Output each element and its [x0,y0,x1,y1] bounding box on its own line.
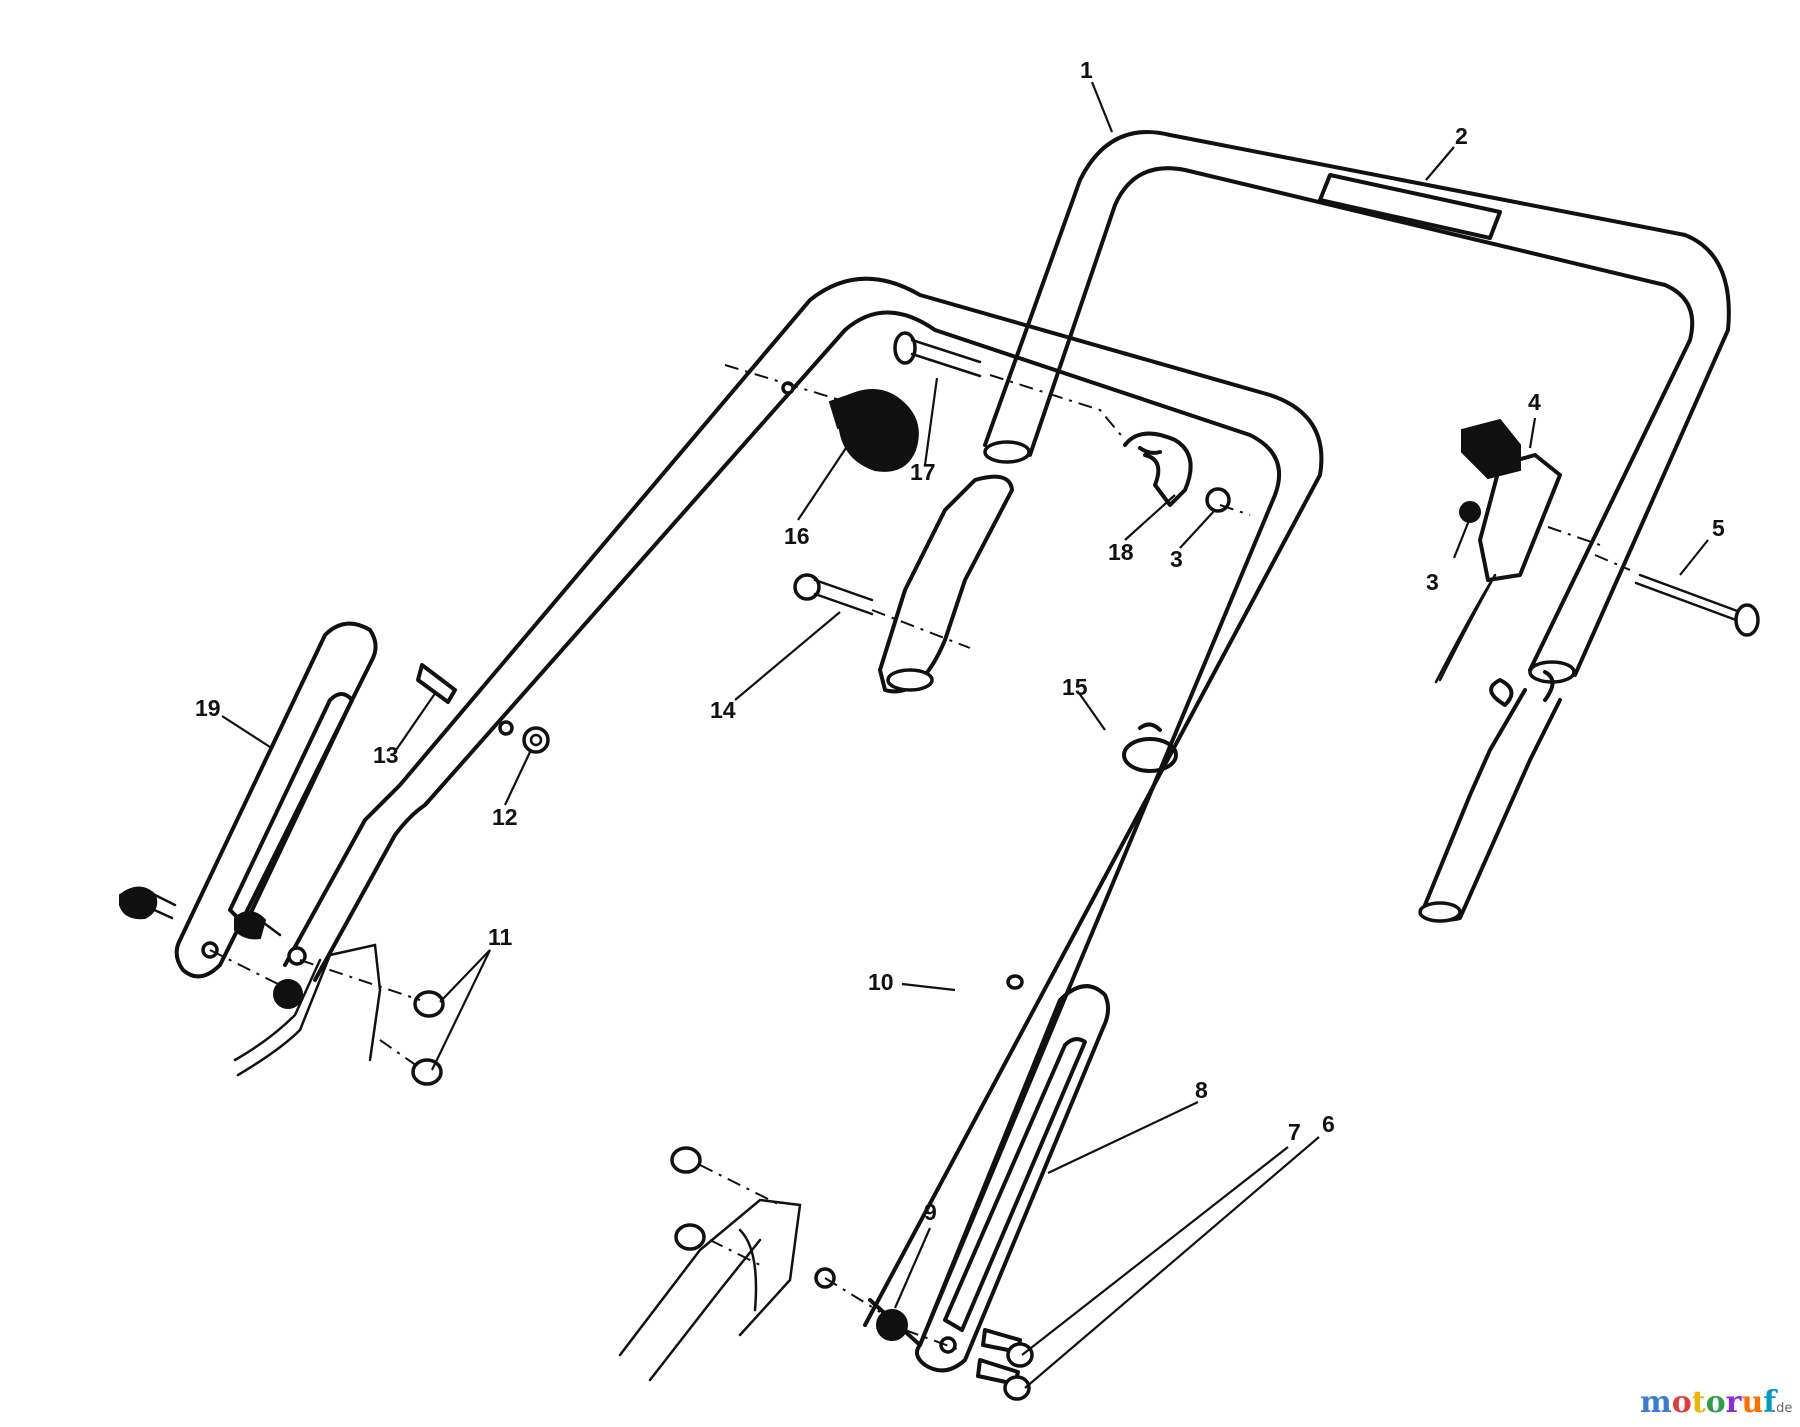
callout-2: 2 [1455,123,1468,149]
watermark-letter: m [1640,1385,1672,1420]
callout-9: 9 [924,1199,937,1225]
watermark-letter: t [1692,1385,1706,1420]
pin-13 [416,663,457,704]
callout-6: 6 [1322,1111,1335,1137]
callout-7: 7 [1288,1119,1301,1145]
cable-clip-18 [1123,431,1231,513]
callout-3a: 3 [1170,546,1183,572]
watermark-text: motoruf [1640,1385,1778,1420]
right-lower-tube [1418,670,1562,923]
callout-8: 8 [1195,1077,1208,1103]
assembly-center-lines [209,364,1631,1351]
height-bracket-8 [914,984,1110,1373]
callout-14: 14 [710,697,736,723]
callout-leaders [221,81,1709,1389]
bolt-5 [1634,573,1760,637]
clamp-15 [1122,722,1178,773]
callout-16: 16 [784,523,810,549]
upper-handle [983,130,1731,684]
watermark-letter: r [1726,1385,1743,1420]
bolt-17 [893,331,982,378]
upper-handle-insert [878,474,1014,694]
callout-3b: 3 [1426,569,1439,595]
callout-5: 5 [1712,515,1725,541]
deck-fragments [233,943,802,1382]
watermark-logo: motoruf .de [1640,1385,1792,1420]
callout-12: 12 [492,804,518,830]
watermark-letter: o [1706,1385,1726,1420]
callout-11: 11 [488,924,513,950]
lower-handle [283,276,1324,1347]
callout-19: 19 [195,695,221,721]
right-bolts [670,1146,1034,1401]
callout-4: 4 [1528,389,1541,415]
callout-labels: 1 2 3 3 4 5 6 7 8 9 10 11 12 13 14 15 16… [195,57,1725,1225]
control-lever [1434,418,1562,684]
callout-17: 17 [910,459,936,485]
knob-16 [828,389,919,472]
watermark-letter: o [1672,1385,1692,1420]
nut-12 [522,726,550,754]
bolt-14 [793,573,874,616]
height-bracket-19 [174,621,378,979]
callout-18: 18 [1108,539,1134,565]
callout-10: 10 [868,969,894,995]
watermark-letter: u [1741,1385,1763,1420]
callout-15: 15 [1062,674,1088,700]
callout-13: 13 [373,742,399,768]
left-bolts [119,886,445,1086]
watermark-suffix: .de [1772,1401,1792,1416]
callout-1: 1 [1080,57,1093,83]
watermark-letter: f [1763,1385,1778,1420]
